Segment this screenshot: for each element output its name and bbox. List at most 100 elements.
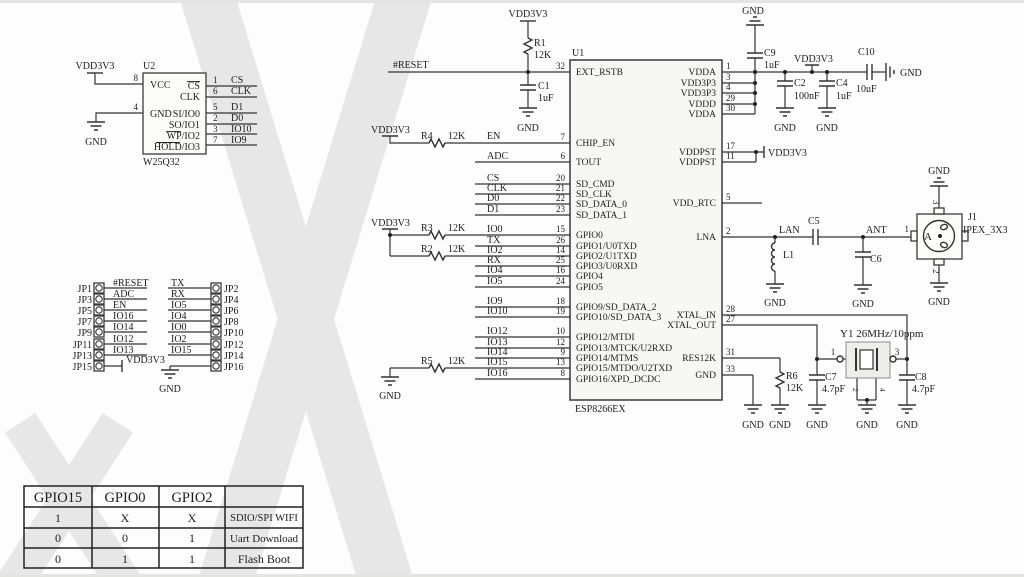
r1-ref: R1: [534, 38, 546, 49]
u1-pin-number: 2: [726, 226, 731, 236]
y1-pin-number: 3: [895, 347, 900, 357]
c7-value: 4.7pF: [822, 384, 846, 395]
u1-pin-name: GPIO0: [576, 231, 603, 241]
gnd-label: GND: [774, 123, 796, 134]
u1-pin-number: 4: [726, 82, 731, 92]
u1-pin-number: 20: [556, 173, 566, 183]
u1-pin-number: 14: [556, 245, 566, 255]
c2-value: 100nF: [794, 91, 820, 102]
u1-pin-number: 24: [556, 276, 566, 286]
u1-pin-number: 8: [561, 368, 566, 378]
gnd-label: GND: [852, 299, 874, 310]
jp-ref: JP16: [224, 362, 243, 373]
u1-pin-number: 23: [556, 204, 566, 214]
net-label: ADC: [113, 289, 134, 300]
jp-ref: JP14: [224, 351, 243, 362]
net-label: IO15: [171, 345, 192, 356]
u2-vdd3v3-label: VDD3V3: [76, 61, 115, 72]
u1-pin-name: SD_CLK: [576, 190, 612, 200]
jp-headers: JP1 JP3 JP5 JP7 JP9 JP11 JP13 JP15 #RESE…: [73, 278, 244, 395]
vdd3v3-label: VDD3V3: [768, 148, 807, 159]
u1-pin-number: 30: [726, 103, 736, 113]
c4-ref: C4: [836, 78, 848, 89]
c6-ref: C6: [870, 254, 882, 265]
net-label: EN: [487, 131, 500, 142]
u1-pin-number: 29: [726, 93, 736, 103]
u2-pin-name: CLK: [180, 92, 201, 103]
c4-value: 1uF: [836, 91, 852, 102]
u2-body: [142, 72, 207, 155]
net-label: IO14: [487, 347, 508, 358]
u1-pin-name: VDDA: [689, 110, 717, 120]
u1-pin-number: 11: [726, 151, 735, 161]
net-label: D0: [231, 113, 243, 124]
u2-pin-number: 1: [213, 75, 218, 85]
u1-pin-name: XTAL_OUT: [667, 321, 716, 331]
gnd-label: GND: [517, 123, 539, 134]
jp-ref: JP1: [78, 284, 92, 295]
net-label: IO12: [113, 334, 134, 345]
u1-pin-number: 19: [556, 306, 566, 316]
u1-pin-name: VDDPST: [679, 148, 716, 158]
u1-pin-name: VDDPST: [679, 158, 716, 168]
jp-ref: JP5: [78, 306, 92, 317]
pull-resistors: VDD3V3 VDD3V3 GND R4 12K R3 12K R2 12K R…: [371, 125, 570, 402]
u1-pin-number: 31: [726, 347, 735, 357]
net-label: EN: [113, 300, 126, 311]
l1-ref: L1: [783, 250, 794, 261]
vdd3v3-label: VDD3V3: [509, 9, 548, 20]
c9-value: 1uF: [764, 60, 780, 71]
u1-pin-name: GPIO5: [576, 283, 603, 293]
u1-pin-name: SD_DATA_0: [576, 200, 627, 210]
boot-table-cell: 0: [122, 531, 128, 545]
r3-ref: R3: [421, 223, 433, 234]
u1-pin-number: 9: [561, 347, 566, 357]
net-label: IO9: [487, 296, 503, 307]
jp-ref: JP6: [224, 306, 238, 317]
net-label: IO5: [487, 276, 503, 287]
r4-ref: R4: [421, 131, 433, 142]
u1-pin-name: GPIO14/MTMS: [576, 354, 638, 364]
u2-pin-number: 2: [213, 113, 218, 123]
boot-table-cell: 1: [189, 531, 195, 545]
boot-table-cell: 0: [55, 531, 61, 545]
boot-table-header: GPIO15: [34, 490, 82, 506]
u1-pin-name: GPIO1/U0TXD: [576, 242, 637, 252]
u1-pin-number: 13: [556, 357, 566, 367]
net-label: IO10: [487, 306, 508, 317]
gnd-label: GND: [742, 6, 764, 17]
net-label: CLK: [487, 183, 508, 194]
u1-body: [569, 59, 723, 401]
u1-pin-number: 6: [561, 151, 566, 161]
vdd3v3-label: VDD3V3: [371, 125, 410, 136]
boot-table-cell: SDIO/SPI WIFI: [230, 513, 298, 524]
u1-pin-name: SD_DATA_1: [576, 211, 627, 221]
u2-pin-name: VCC: [150, 80, 171, 91]
ipex-connector: A 1 3 2 J1 IPEX_3X3 GND GND: [905, 166, 1008, 308]
y1-pin-number: 4: [878, 388, 886, 392]
j1-pin-number: 2: [931, 269, 941, 274]
gnd-label: GND: [379, 391, 401, 402]
u1-pin-number: 5: [726, 192, 731, 202]
net-label: IO0: [171, 322, 187, 333]
gnd-label: GND: [900, 68, 922, 79]
jp-ref: JP9: [78, 328, 92, 339]
gnd-label: GND: [856, 420, 878, 431]
boot-table-cell: X: [188, 511, 197, 525]
u1-pin-name: GPIO10/SD_DATA_3: [576, 313, 662, 323]
net-label-lan: LAN: [779, 225, 800, 236]
u1-pin-number: 17: [726, 141, 736, 151]
c9-ref: C9: [764, 48, 776, 59]
u1-pin-number: 10: [556, 326, 566, 336]
u1-pin-name: VDDD: [689, 100, 717, 110]
u2-pin-name: SO/IO1: [169, 120, 200, 131]
net-label: #RESET: [113, 278, 149, 289]
r2-ref: R2: [421, 244, 433, 255]
u1-pin-name: GPIO4: [576, 272, 603, 282]
boot-mode-table: GPIO15 GPIO0 GPIO2 1 X X SDIO/SPI WIFI 0…: [23, 485, 304, 569]
net-label: IO2: [487, 245, 503, 256]
vdd3v3-label: VDD3V3: [371, 218, 410, 229]
r6-ref: R6: [786, 371, 798, 382]
jp15-vdd3v3-label: VDD3V3: [126, 355, 165, 366]
